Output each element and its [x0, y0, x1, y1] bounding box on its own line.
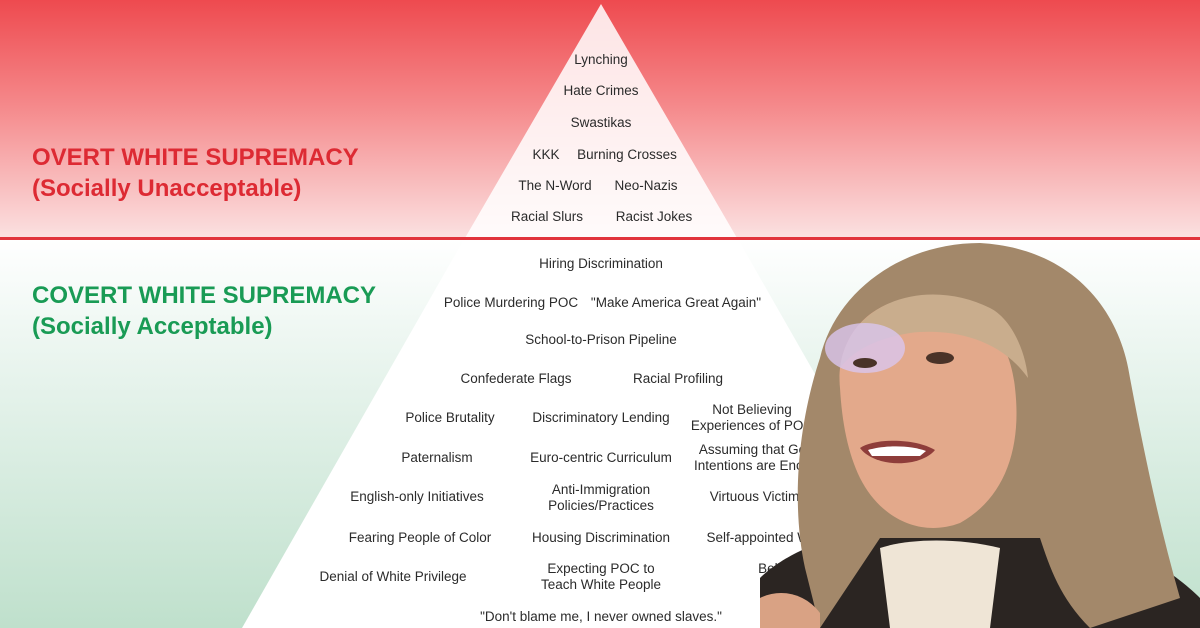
item-expecting-poc: Expecting POC to Teach White People	[540, 561, 662, 592]
item-racial-slurs: Racial Slurs	[510, 209, 584, 224]
item-anti-immigration: Anti-Immigration Policies/Practices	[548, 482, 654, 513]
item-dont-blame: "Don't blame me, I never owned slaves."	[480, 609, 722, 624]
item-kkk: KKK	[532, 147, 560, 162]
item-not-believing: Not Believing Experiences of POC	[690, 402, 814, 433]
item-swastikas: Swastikas	[570, 115, 632, 130]
covert-subtitle: (Socially Acceptable)	[32, 313, 273, 340]
item-paternalism: Paternalism	[401, 450, 473, 465]
item-virtuous-victim: Virtuous Victim Na	[709, 489, 821, 504]
item-lynching: Lynching	[574, 52, 628, 67]
item-confederate-flags: Confederate Flags	[460, 371, 572, 386]
item-self-appointed: Self-appointed Wh	[706, 530, 818, 545]
covert-title: COVERT WHITE SUPREMACY	[32, 282, 377, 309]
item-police-murdering: Police Murdering POC	[443, 295, 579, 310]
item-police-brutality: Police Brutality	[405, 410, 495, 425]
item-housing-discrimination: Housing Discrimination	[531, 530, 671, 545]
item-eurocentric-curriculum: Euro-centric Curriculum	[530, 450, 672, 465]
item-hiring-discrimination: Hiring Discrimination	[539, 256, 663, 271]
item-good-intentions: Assuming that Good Intentions are Enough	[693, 442, 827, 473]
item-school-prison: School-to-Prison Pipeline	[525, 332, 677, 347]
item-fearing-poc: Fearing People of Color	[348, 530, 492, 545]
item-racist-jokes: Racist Jokes	[615, 209, 693, 224]
item-burning-crosses: Burning Crosses	[577, 147, 677, 162]
overt-subtitle: (Socially Unacceptable)	[32, 175, 302, 202]
covert-heading: COVERT WHITE SUPREMACY (Socially Accepta…	[32, 280, 376, 342]
item-maga: "Make America Great Again"	[590, 295, 762, 310]
woman-photo	[760, 238, 1200, 628]
section-divider	[0, 237, 1200, 240]
item-discriminatory-lending: Discriminatory Lending	[532, 410, 670, 425]
item-hate-crimes: Hate Crimes	[563, 83, 639, 98]
item-denial-privilege: Denial of White Privilege	[319, 569, 467, 584]
item-english-only: English-only Initiatives	[350, 489, 484, 504]
overt-title: OVERT WHITE SUPREMACY	[32, 144, 359, 171]
item-neo-nazis: Neo-Nazis	[614, 178, 678, 193]
item-n-word: The N-Word	[518, 178, 592, 193]
overt-heading: OVERT WHITE SUPREMACY (Socially Unaccept…	[32, 142, 359, 204]
item-racial-profiling: Racial Profiling	[632, 371, 724, 386]
